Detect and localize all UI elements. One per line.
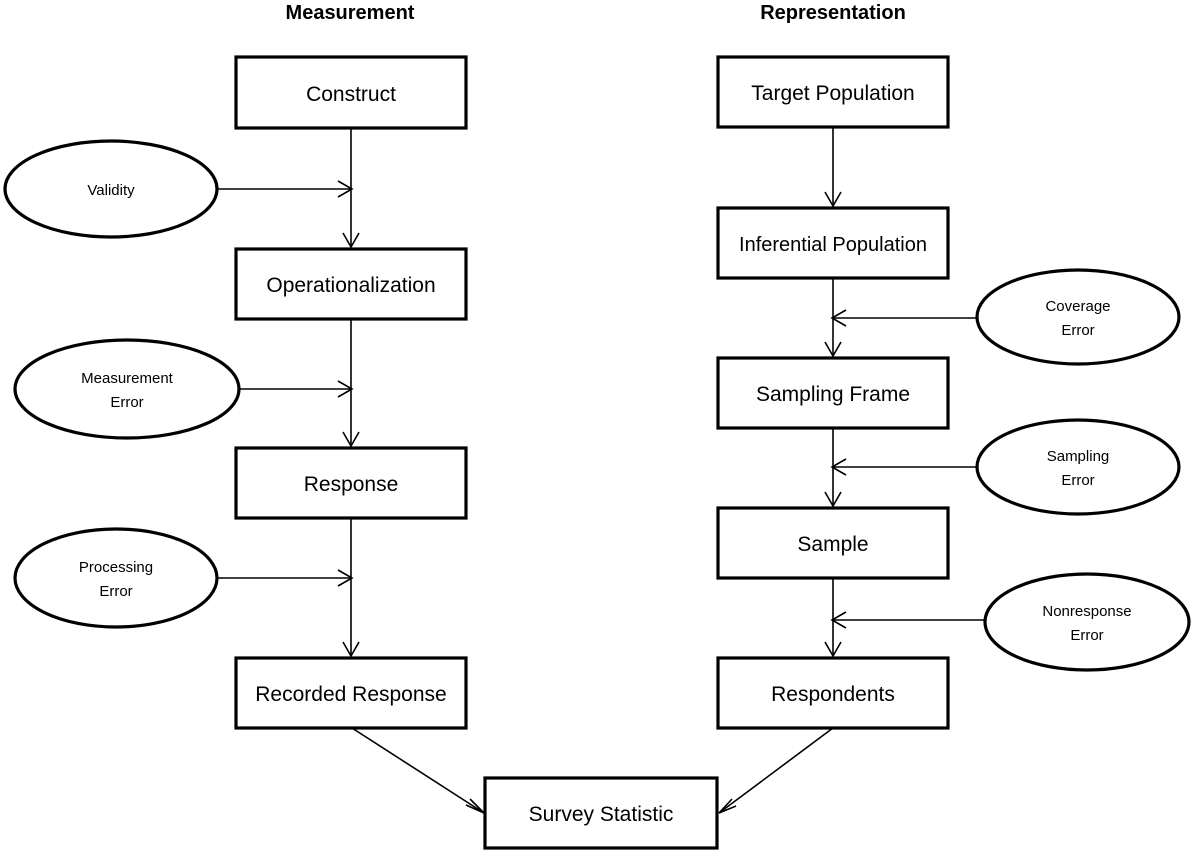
node-survey-statistic-label: Survey Statistic [529,803,674,826]
node-response-label: Response [304,473,399,496]
node-target-population[interactable]: Target Population [716,55,950,129]
node-construct[interactable]: Construct [234,55,468,130]
error-nonresponse-error-label-line2: Error [1070,627,1103,644]
error-processing-error[interactable]: Processing Error [13,527,219,629]
error-measurement-error-label-line2: Error [110,394,143,411]
error-nonresponse-error[interactable]: Nonresponse Error [983,572,1191,672]
error-measurement-error[interactable]: Measurement Error [13,338,241,440]
node-operationalization[interactable]: Operationalization [234,247,468,321]
column-title-measurement: Measurement [286,2,415,24]
arrow-sample-to-respondents [824,578,842,658]
node-construct-label: Construct [306,83,396,106]
error-processing-error-label-line2: Error [99,583,132,600]
node-recorded-response[interactable]: Recorded Response [234,656,468,730]
error-processing-error-label-line1: Processing [79,559,153,576]
node-inferential-population[interactable]: Inferential Population [716,206,950,280]
error-nonresponse-error-label-line1: Nonresponse [1042,603,1131,620]
node-response[interactable]: Response [234,446,468,520]
arrow-sampling-error-to-flow [830,458,977,476]
node-survey-statistic[interactable]: Survey Statistic [483,776,719,850]
node-sampling-frame[interactable]: Sampling Frame [716,356,950,430]
node-respondents[interactable]: Respondents [716,656,950,730]
error-sampling-error-label-line1: Sampling [1047,448,1110,465]
error-sampling-error[interactable]: Sampling Error [975,418,1181,516]
column-title-representation: Representation [760,2,906,24]
node-sample-label: Sample [797,533,868,556]
error-coverage-error-label-line1: Coverage [1045,298,1110,315]
arrow-validity-to-flow [217,180,354,198]
node-sample[interactable]: Sample [716,506,950,580]
arrow-processing-error-to-flow [217,569,354,587]
error-validity[interactable]: Validity [3,139,219,239]
node-respondents-label: Respondents [771,683,895,706]
node-inferential-population-label: Inferential Population [739,234,927,256]
arrow-respondents-to-survey-statistic [718,727,834,814]
node-target-population-label: Target Population [751,82,914,105]
error-validity-label: Validity [87,182,135,199]
error-coverage-error[interactable]: Coverage Error [975,268,1181,366]
node-sampling-frame-label: Sampling Frame [756,383,910,406]
arrow-measurement-error-to-flow [239,380,354,398]
node-operationalization-label: Operationalization [266,274,435,297]
error-measurement-error-label-line1: Measurement [81,370,174,387]
arrow-target-to-inferential [824,127,842,208]
error-sampling-error-label-line2: Error [1061,472,1094,489]
arrow-construct-to-operationalization [342,128,360,249]
arrow-recorded-response-to-survey-statistic [351,727,485,814]
node-recorded-response-label: Recorded Response [255,683,446,706]
arrow-operationalization-to-response [342,319,360,448]
arrow-response-to-recorded-response [342,518,360,658]
error-coverage-error-label-line2: Error [1061,322,1094,339]
arrow-coverage-error-to-flow [830,309,977,327]
arrow-nonresponse-error-to-flow [830,611,985,629]
